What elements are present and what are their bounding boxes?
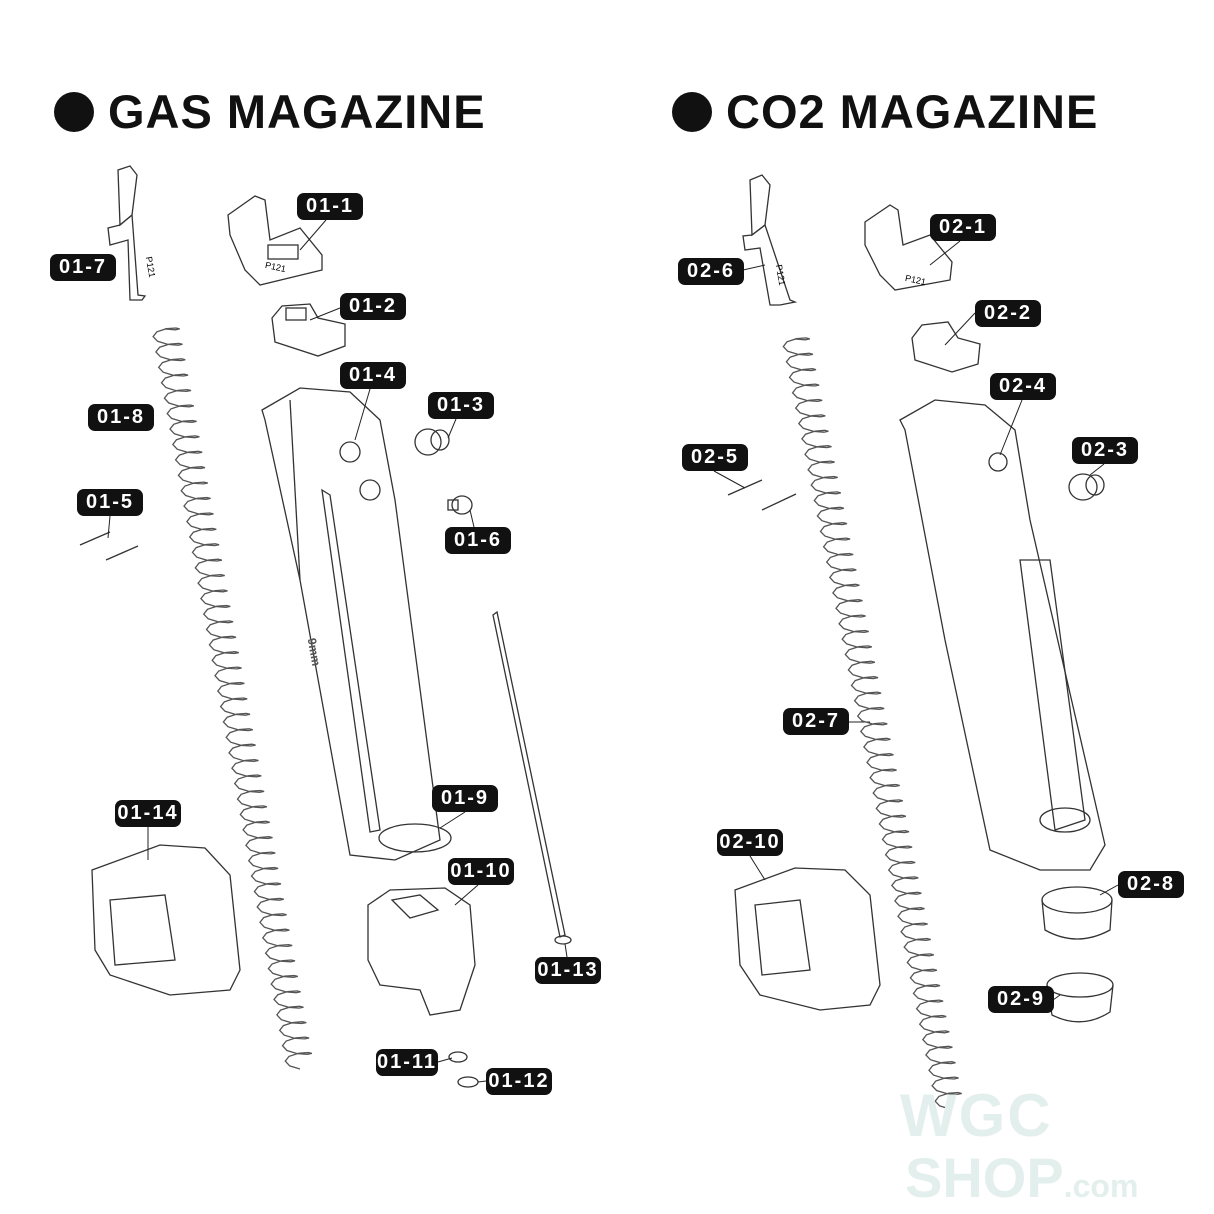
- part-label: 02-7: [783, 708, 849, 735]
- watermark-logo: SHOP.com: [905, 1146, 1139, 1209]
- co2-magazine-body: [899, 399, 1106, 871]
- part-label: 02-5: [682, 444, 748, 471]
- co2-magazine-title: CO2 MAGAZINE: [726, 85, 1099, 138]
- bullet-icon: [672, 91, 712, 132]
- leader-lines: [107, 219, 1119, 1083]
- pins-part: [79, 531, 139, 561]
- co2-cap-part: [1041, 886, 1113, 940]
- part-label: 01-11: [376, 1049, 438, 1076]
- part-label: 02-1: [930, 214, 996, 241]
- baseplate-part: [734, 867, 881, 1011]
- part-label: 01-2: [340, 293, 406, 320]
- part-label: 01-3: [428, 392, 494, 419]
- part-label: 01-7: [50, 254, 116, 281]
- part-label: 01-5: [77, 489, 143, 516]
- follower-head-part: [227, 195, 323, 286]
- valve-part: [414, 428, 450, 456]
- screw-part: [447, 495, 473, 515]
- follower-part: [742, 174, 798, 306]
- part-label: 01-10: [448, 858, 514, 885]
- spring-part: [782, 337, 962, 1110]
- follower-head-part: [864, 204, 953, 291]
- part-label: 02-4: [990, 373, 1056, 400]
- part-label: 01-13: [535, 957, 601, 984]
- small-ring-part: [457, 1076, 479, 1088]
- base-insert-part: [367, 887, 476, 1016]
- part-label: 02-2: [975, 300, 1041, 327]
- watermark-logo: WGC: [900, 1082, 1053, 1149]
- part-label: 02-10: [717, 829, 783, 856]
- part-label: 01-6: [445, 527, 511, 554]
- gas-magazine-title: GAS MAGAZINE: [108, 85, 486, 138]
- part-label: 01-1: [297, 193, 363, 220]
- baseplate-part: [91, 844, 241, 996]
- small-ring-part: [448, 1051, 468, 1063]
- gas-magazine-body: [261, 387, 441, 861]
- part-label: 01-14: [115, 800, 181, 827]
- part-label: 01-9: [432, 785, 498, 812]
- part-label: 02-8: [1118, 871, 1184, 898]
- follower-part: [107, 165, 147, 301]
- part-label: 02-6: [678, 258, 744, 285]
- spring-part: [152, 327, 313, 1070]
- co2-magazine-heading: CO2 MAGAZINE: [672, 84, 1098, 139]
- co2-plug-part: [1046, 972, 1114, 1023]
- part-label: 02-9: [988, 986, 1054, 1013]
- o-ring-part: [378, 823, 452, 853]
- part-label: 01-12: [486, 1068, 552, 1095]
- lip-part: [911, 321, 981, 373]
- part-label: 01-8: [88, 404, 154, 431]
- gas-magazine-heading: GAS MAGAZINE: [54, 84, 486, 139]
- bullet-icon: [54, 91, 94, 132]
- part-label: 02-3: [1072, 437, 1138, 464]
- valve-part: [1068, 473, 1105, 501]
- lip-part: [271, 303, 346, 357]
- part-label: 01-4: [340, 362, 406, 389]
- rod-part: [492, 610, 572, 945]
